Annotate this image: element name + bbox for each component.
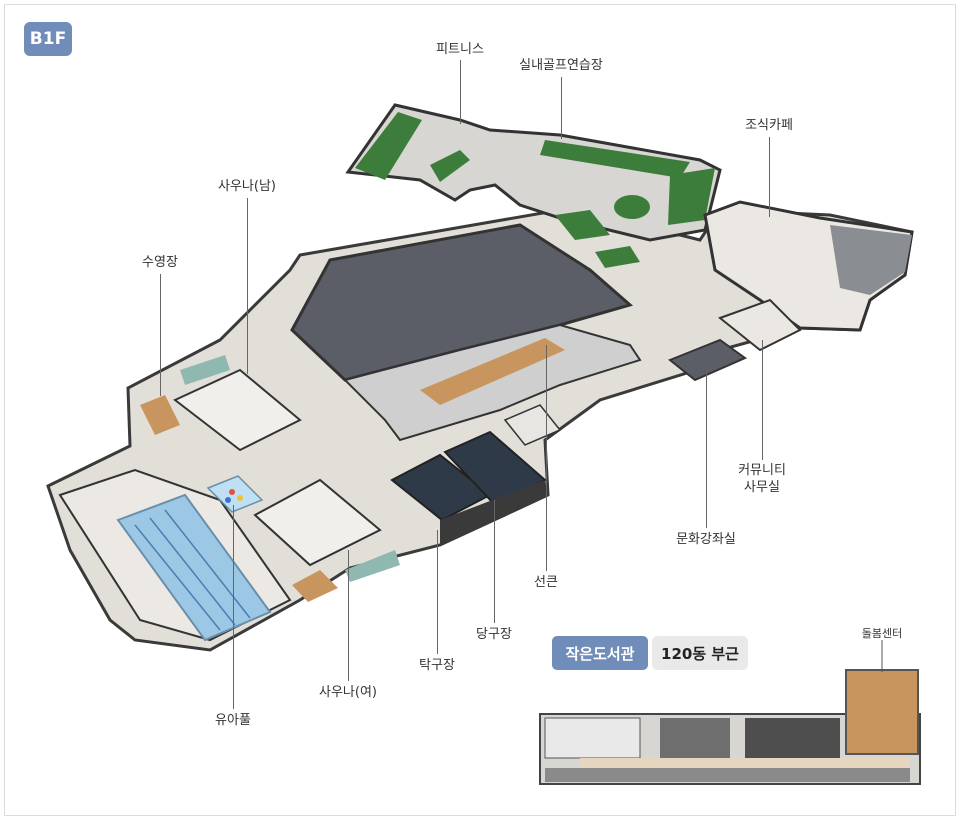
leader-breakfast-cafe	[769, 137, 770, 217]
label-community-office: 커뮤니티 사무실	[738, 463, 786, 495]
leader-table-tennis	[437, 530, 438, 654]
leader-lecture-room	[706, 370, 707, 528]
kids-pool-toy-1	[229, 489, 235, 495]
mini-map-dark-block-1	[660, 718, 730, 758]
leader-kids-pool	[233, 505, 234, 709]
pool-lane-3	[164, 509, 251, 619]
cafe-service-rooms	[830, 225, 912, 295]
label-breakfast-cafe: 조식카페	[745, 118, 793, 133]
leader-swimming-pool	[160, 274, 161, 396]
golf-green-1	[355, 112, 422, 180]
mini-map-dark-block-2	[745, 718, 840, 758]
golf-green-5	[555, 210, 610, 240]
location-title-badge: 작은도서관	[552, 636, 648, 670]
label-fitness: 피트니스	[436, 42, 484, 57]
label-sauna-men: 사우나(남)	[218, 179, 276, 194]
golf-green-2	[430, 150, 470, 182]
mini-map-care-center	[845, 669, 919, 755]
pool-lane-2	[149, 517, 236, 626]
label-table-tennis: 탁구장	[419, 658, 455, 673]
sauna-bath-women	[345, 550, 400, 582]
label-care-center: 돌봄센터	[861, 627, 903, 640]
label-indoor-golf: 실내골프연습장	[519, 58, 603, 73]
sauna-men-area	[173, 368, 302, 452]
kids-pool	[206, 475, 264, 513]
sports-hall	[343, 323, 642, 442]
leader-sunken	[546, 345, 547, 571]
label-lecture-room: 문화강좌실	[676, 532, 736, 547]
leader-sauna-men	[247, 198, 248, 374]
golf-green-4	[668, 168, 715, 225]
leader-indoor-golf	[561, 77, 562, 139]
mini-map-left-block	[544, 717, 641, 759]
mini-map-bottom-row	[545, 768, 910, 782]
sauna-hot-room-women	[292, 570, 338, 602]
location-near-badge: 120동 부근	[652, 636, 748, 670]
leader-fitness	[460, 60, 461, 124]
hall-wood-strip	[420, 338, 565, 405]
golf-putting-green	[614, 195, 650, 219]
community-office	[717, 298, 802, 352]
kids-pool-toy-3	[225, 497, 231, 503]
golf-green-6	[595, 246, 640, 268]
label-kids-pool: 유아풀	[215, 713, 251, 728]
sauna-bath-men	[180, 355, 230, 385]
lap-pool	[116, 493, 272, 642]
label-sunken: 선큰	[534, 575, 558, 590]
pool-lane-1	[134, 524, 221, 631]
label-swimming-pool: 수영장	[142, 255, 178, 270]
golf-green-3	[540, 140, 690, 178]
sauna-hot-room-men	[140, 395, 180, 435]
leader-community-office	[762, 340, 763, 460]
leader-sauna-women	[348, 550, 349, 681]
floor-badge: B1F	[24, 22, 72, 56]
kids-pool-toy-2	[237, 495, 243, 501]
label-sauna-women: 사우나(여)	[319, 685, 377, 700]
leader-billiards	[494, 500, 495, 623]
lecture-room	[668, 338, 748, 382]
label-billiards: 당구장	[476, 627, 512, 642]
sauna-women-area	[253, 478, 382, 567]
mini-map-corridor	[580, 758, 910, 768]
